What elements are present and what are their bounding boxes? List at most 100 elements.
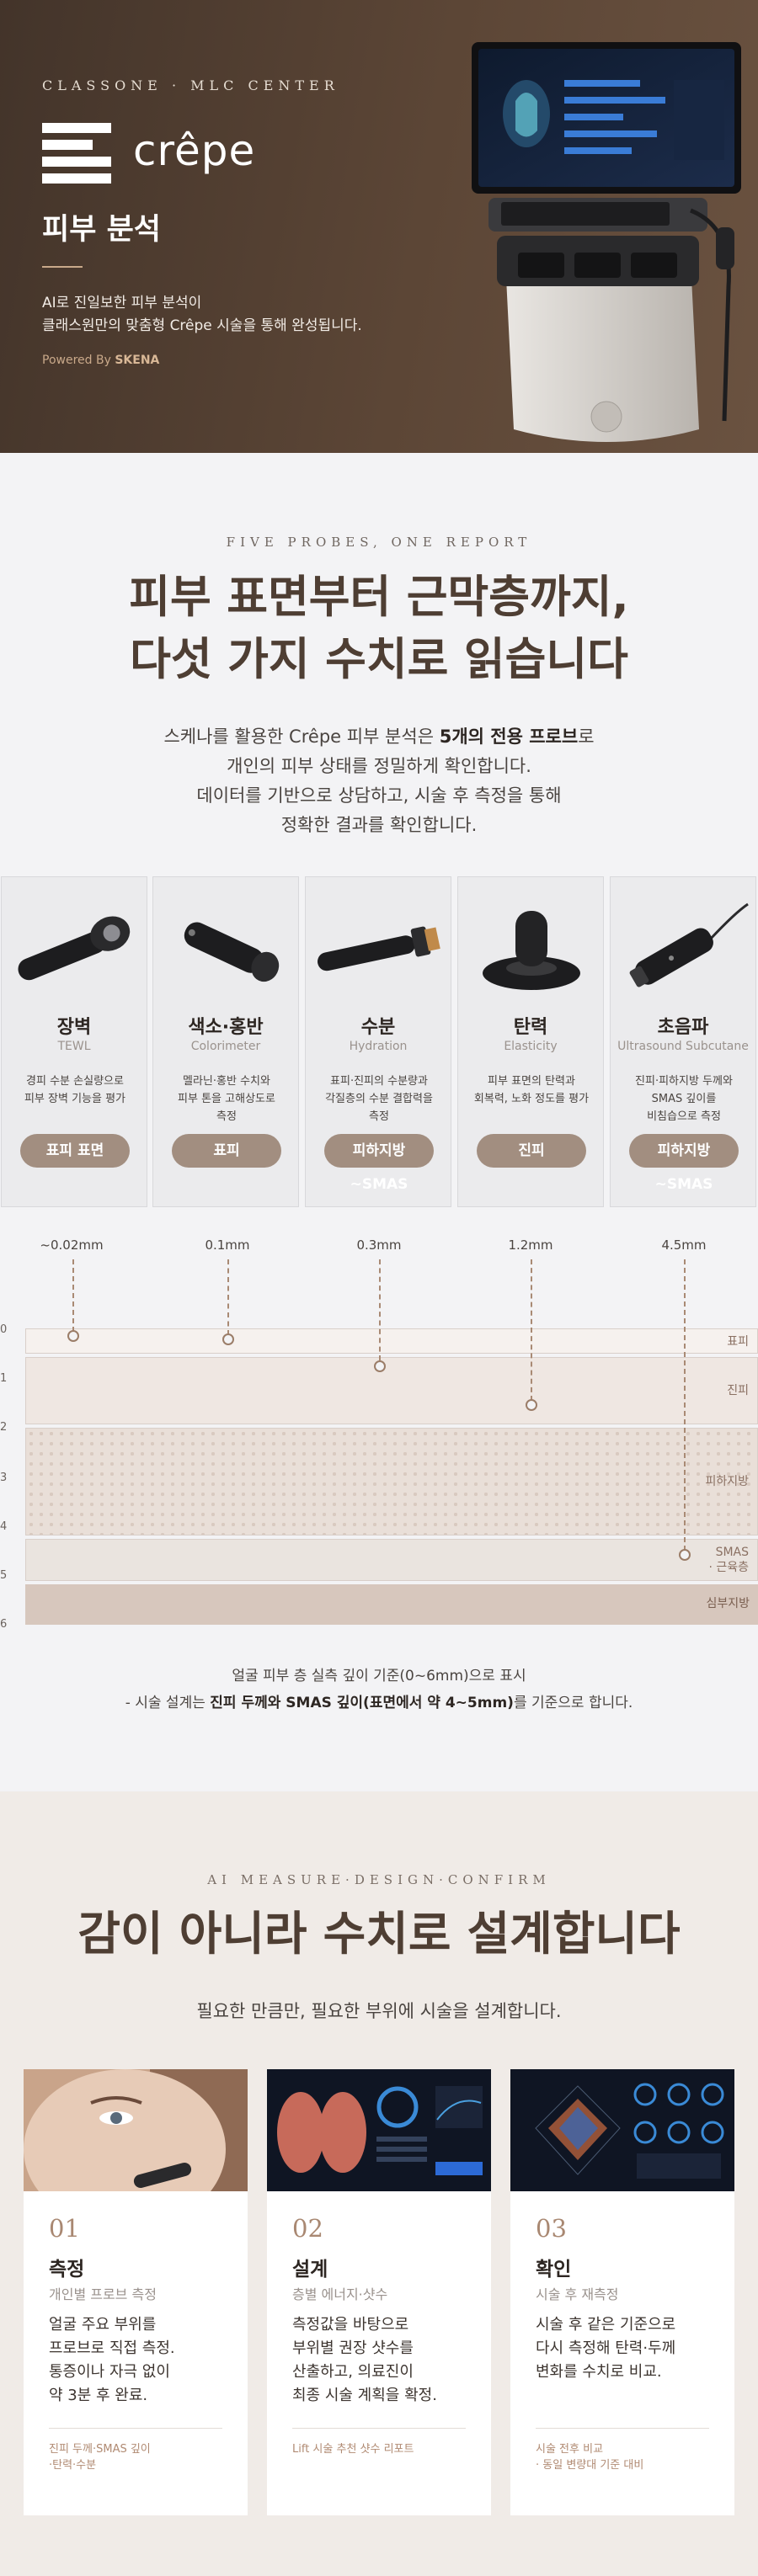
lead-bold: 5개의 전용 프로브 bbox=[439, 726, 579, 747]
headline-line: 다섯 가지 수치로 읽습니다 bbox=[130, 634, 628, 685]
layer-name: 심부지방 bbox=[706, 1597, 750, 1610]
depth-marker-dot bbox=[67, 1330, 79, 1342]
layer-name: 진피 bbox=[727, 1384, 749, 1397]
text-line: 얼굴 주요 부위를 bbox=[49, 2316, 157, 2334]
design-section: AI MEASURE·DESIGN·CONFIRM 감이 아니라 수치로 설계합… bbox=[0, 1791, 758, 2576]
hero-eyebrow: CLASSONE · MLC CENTER bbox=[42, 77, 339, 93]
probe-depth-badge: 표피 bbox=[172, 1134, 281, 1168]
step-title: 확인 bbox=[536, 2259, 572, 2281]
depth-tick: 3 bbox=[0, 1472, 8, 1484]
powered-prefix: Powered By bbox=[42, 354, 111, 367]
depth-marker-dot bbox=[222, 1333, 234, 1345]
note-text: 를 기준으로 합니다. bbox=[513, 1695, 633, 1711]
card-divider bbox=[536, 2428, 709, 2429]
footer-line: Lift 시술 추천 샷수 리포트 bbox=[292, 2443, 414, 2456]
depth-marker-line bbox=[72, 1259, 74, 1332]
text-line: 변화를 수치로 비교. bbox=[536, 2363, 662, 2381]
note-text: - 시술 설계는 bbox=[125, 1695, 211, 1711]
desc-line: 비침습으로 측정 bbox=[647, 1110, 721, 1123]
footer-line: 시술 전후 비교 bbox=[536, 2443, 604, 2456]
depth-tick: 2 bbox=[0, 1421, 8, 1434]
hero-subtitle-line: AI로 진일보한 피부 분석이 bbox=[42, 295, 202, 311]
step-subtitle: 개인별 프로브 측정 bbox=[49, 2286, 157, 2302]
layer-name: SMAS bbox=[715, 1546, 749, 1559]
design-eyebrow: AI MEASURE·DESIGN·CONFIRM bbox=[207, 1872, 551, 1887]
lead-line: 스케나를 활용한 Crêpe 피부 분석은 5개의 전용 프로브로 bbox=[0, 722, 758, 752]
hero-subtitle: AI로 진일보한 피부 분석이 클래스원만의 맞춤형 Crêpe 시술을 통해 … bbox=[42, 292, 362, 338]
text-line: 산출하고, 의료진이 bbox=[292, 2363, 414, 2381]
text-line: 최종 시술 계획을 확정. bbox=[292, 2387, 437, 2404]
desc-line: SMAS 깊이를 bbox=[651, 1093, 717, 1105]
step-subtitle: 시술 후 재측정 bbox=[536, 2286, 619, 2302]
depth-tick: 1 bbox=[0, 1372, 8, 1385]
depth-label: ~0.02mm bbox=[40, 1237, 104, 1253]
layer-deep-fat: 심부지방 bbox=[25, 1584, 758, 1625]
text-line: 통증이나 자극 없이 bbox=[49, 2363, 170, 2381]
text-line: 부위별 권장 샷수를 bbox=[292, 2339, 414, 2357]
depth-tick: 4 bbox=[0, 1520, 8, 1533]
desc-line: 피부 톤을 고해상도로 bbox=[178, 1093, 275, 1105]
probe-name: 장벽 bbox=[56, 1017, 92, 1038]
depth-tick: 6 bbox=[0, 1618, 8, 1631]
probe-en-name: Hydration bbox=[349, 1040, 408, 1053]
lead-text: 스케나를 활용한 Crêpe 피부 분석은 bbox=[163, 726, 440, 747]
depth-marker-line bbox=[379, 1259, 381, 1360]
probe-name: 초음파 bbox=[657, 1017, 709, 1038]
text-line: 프로브로 직접 측정. bbox=[49, 2339, 175, 2357]
probe-depth-badge: 표피 표면 bbox=[20, 1134, 130, 1168]
powered-by: Powered By SKENA bbox=[42, 354, 159, 367]
hero-subtitle-line: 클래스원만의 맞춤형 Crêpe 시술을 통해 완성됩니다. bbox=[42, 317, 362, 334]
probe-card-ultrasound: 초음파 Ultrasound Subcutane 진피·피하지방 두께와 SMAS… bbox=[610, 876, 756, 1207]
probe-en-name: TEWL bbox=[57, 1040, 91, 1053]
probe-en-name: Ultrasound Subcutane bbox=[617, 1040, 749, 1053]
hydration-probe-icon bbox=[318, 926, 440, 971]
desc-line: 진피·피하지방 두께와 bbox=[635, 1075, 733, 1088]
probes-eyebrow: FIVE PROBES, ONE REPORT bbox=[226, 535, 532, 550]
design-report-screenshot bbox=[267, 2069, 491, 2191]
layer-name: 표피 bbox=[727, 1335, 749, 1349]
probe-name: 탄력 bbox=[513, 1017, 548, 1038]
probe-name: 색소·홍반 bbox=[188, 1017, 264, 1038]
depth-label: 0.3mm bbox=[356, 1237, 402, 1253]
step-number: 02 bbox=[292, 2214, 323, 2243]
desc-line: 표피·진피의 수분량과 bbox=[330, 1075, 428, 1088]
layer-subcutaneous-fat: 피하지방 bbox=[25, 1428, 758, 1535]
step-footer: 진피 두께·SMAS 깊이·탄력·수분 bbox=[49, 2441, 226, 2473]
elasticity-probe-icon bbox=[483, 911, 580, 990]
lead-line: 데이터를 기반으로 상담하고, 시술 후 측정을 통해 bbox=[196, 785, 562, 806]
depth-marker-dot bbox=[526, 1399, 537, 1411]
skin-depth-diagram: ~0.02mm 0.1mm 0.3mm 1.2mm 4.5mm 표피 진피 피하… bbox=[0, 1229, 758, 1631]
step-footer: 시술 전후 비교· 동일 변량대 기준 대비 bbox=[536, 2441, 713, 2473]
depth-label: 1.2mm bbox=[508, 1237, 553, 1253]
step-number: 01 bbox=[49, 2214, 80, 2243]
desc-line: 측정 bbox=[216, 1110, 237, 1123]
measure-photo bbox=[24, 2069, 248, 2191]
depth-marker-dot bbox=[374, 1360, 386, 1372]
note-bold: 진피 두께와 SMAS 깊이(표면에서 약 4~5mm) bbox=[210, 1695, 514, 1711]
ultrasound-probe-icon bbox=[629, 902, 749, 987]
card-divider bbox=[49, 2428, 222, 2429]
confirm-comparison-screenshot bbox=[510, 2069, 734, 2191]
logo-bars-icon bbox=[42, 123, 111, 184]
depth-marker-line bbox=[531, 1259, 532, 1401]
tewl-probe-icon bbox=[18, 916, 131, 981]
crepe-logo: crêpe bbox=[42, 123, 295, 184]
desc-line: 피부 표면의 탄력과 bbox=[488, 1075, 575, 1088]
layer-name: 피하지방 bbox=[705, 1475, 749, 1488]
depth-note-2: - 시술 설계는 진피 두께와 SMAS 깊이(표면에서 약 4~5mm)를 기… bbox=[0, 1690, 758, 1711]
depth-note: 얼굴 피부 층 실측 깊이 기준(0~6mm)으로 표시 bbox=[232, 1668, 526, 1685]
probe-name: 수분 bbox=[360, 1017, 396, 1038]
layer-name: · 근육층 bbox=[708, 1561, 749, 1574]
colorimeter-probe-icon bbox=[184, 922, 280, 982]
text-line: 시술 후 같은 기준으로 bbox=[536, 2316, 676, 2334]
powered-brand: SKENA bbox=[115, 354, 160, 367]
desc-line: 피부 장벽 기능을 평가 bbox=[24, 1093, 126, 1105]
probe-en-name: Elasticity bbox=[504, 1040, 558, 1053]
